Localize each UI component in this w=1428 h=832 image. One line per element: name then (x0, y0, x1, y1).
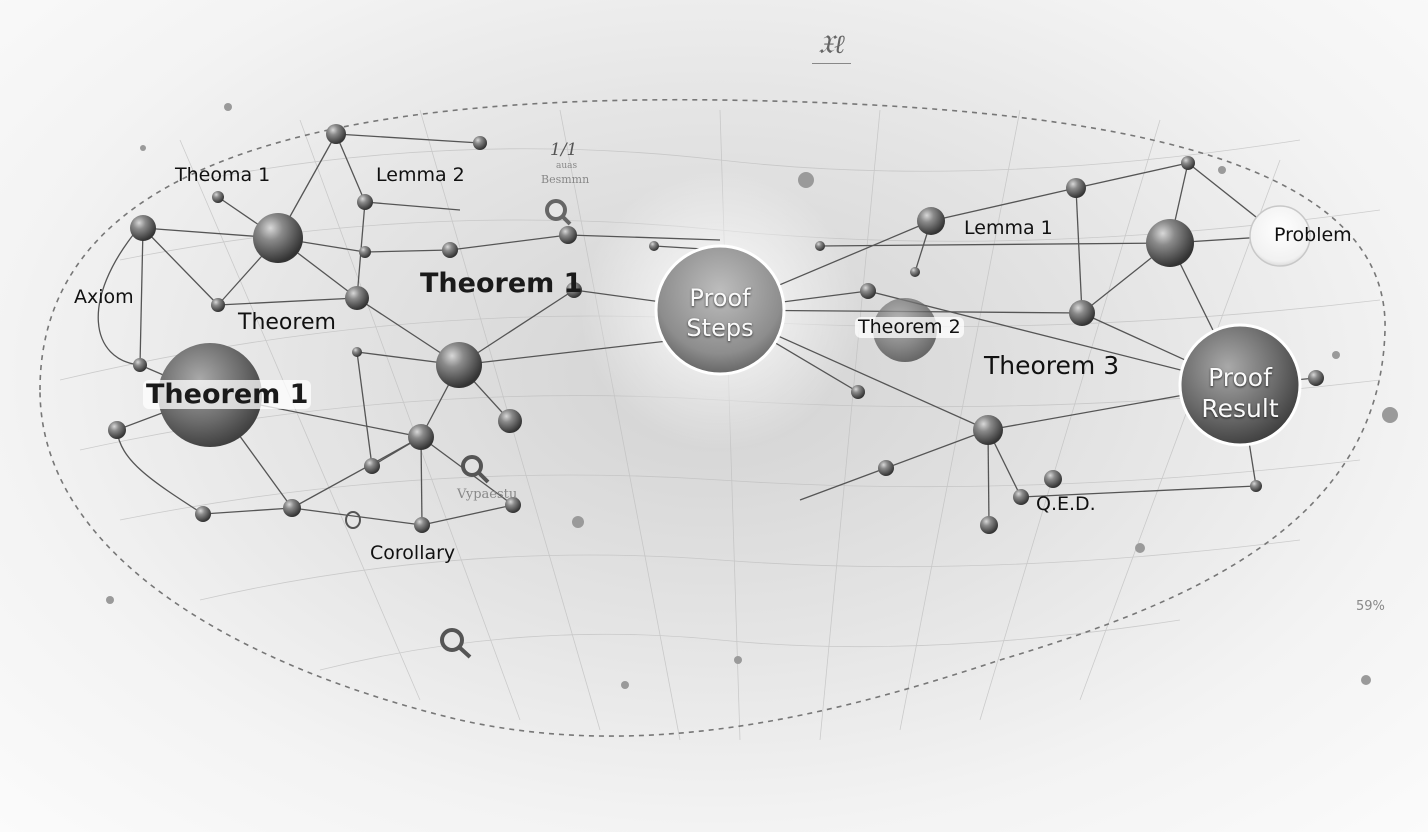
magnifier-icon (440, 628, 472, 659)
label-faint-top-2: Besmmn (541, 173, 590, 186)
label-theorem-2: Theorem 2 (855, 317, 964, 338)
label-theorem: Theorem (238, 310, 336, 335)
label-theorem-1-left: Theorem 1 (143, 380, 312, 409)
dashed-boundary (39, 98, 1386, 737)
label-axiom: Axiom (74, 286, 134, 308)
label-theorem-3: Theorem 3 (984, 351, 1120, 380)
small-dots (106, 103, 1398, 689)
label-faint-mid: Vypaestu (457, 487, 518, 502)
label-fraction: 1/1 (550, 140, 578, 160)
signature-mark: 𝔛ℓ (812, 30, 851, 64)
label-percent: 59% (1356, 599, 1385, 614)
label-faint-top-1: auas (556, 161, 578, 171)
label-theoma-1: Theoma 1 (175, 164, 271, 186)
magnifier-icon (545, 199, 572, 226)
label-proof-steps: Proof Steps (686, 284, 754, 342)
label-lemma-2: Lemma 2 (376, 164, 465, 186)
label-theorem-1-center: Theorem 1 (420, 268, 583, 299)
label-corollary: Corollary (370, 542, 456, 564)
ring-icon (345, 511, 361, 529)
label-problem: Problem (1274, 224, 1352, 246)
label-lemma-1: Lemma 1 (964, 217, 1053, 239)
magnifier-icon (461, 455, 490, 484)
label-qed: Q.E.D. (1036, 493, 1096, 515)
label-proof-result: Proof Result (1201, 363, 1279, 424)
nodes (108, 124, 1324, 534)
